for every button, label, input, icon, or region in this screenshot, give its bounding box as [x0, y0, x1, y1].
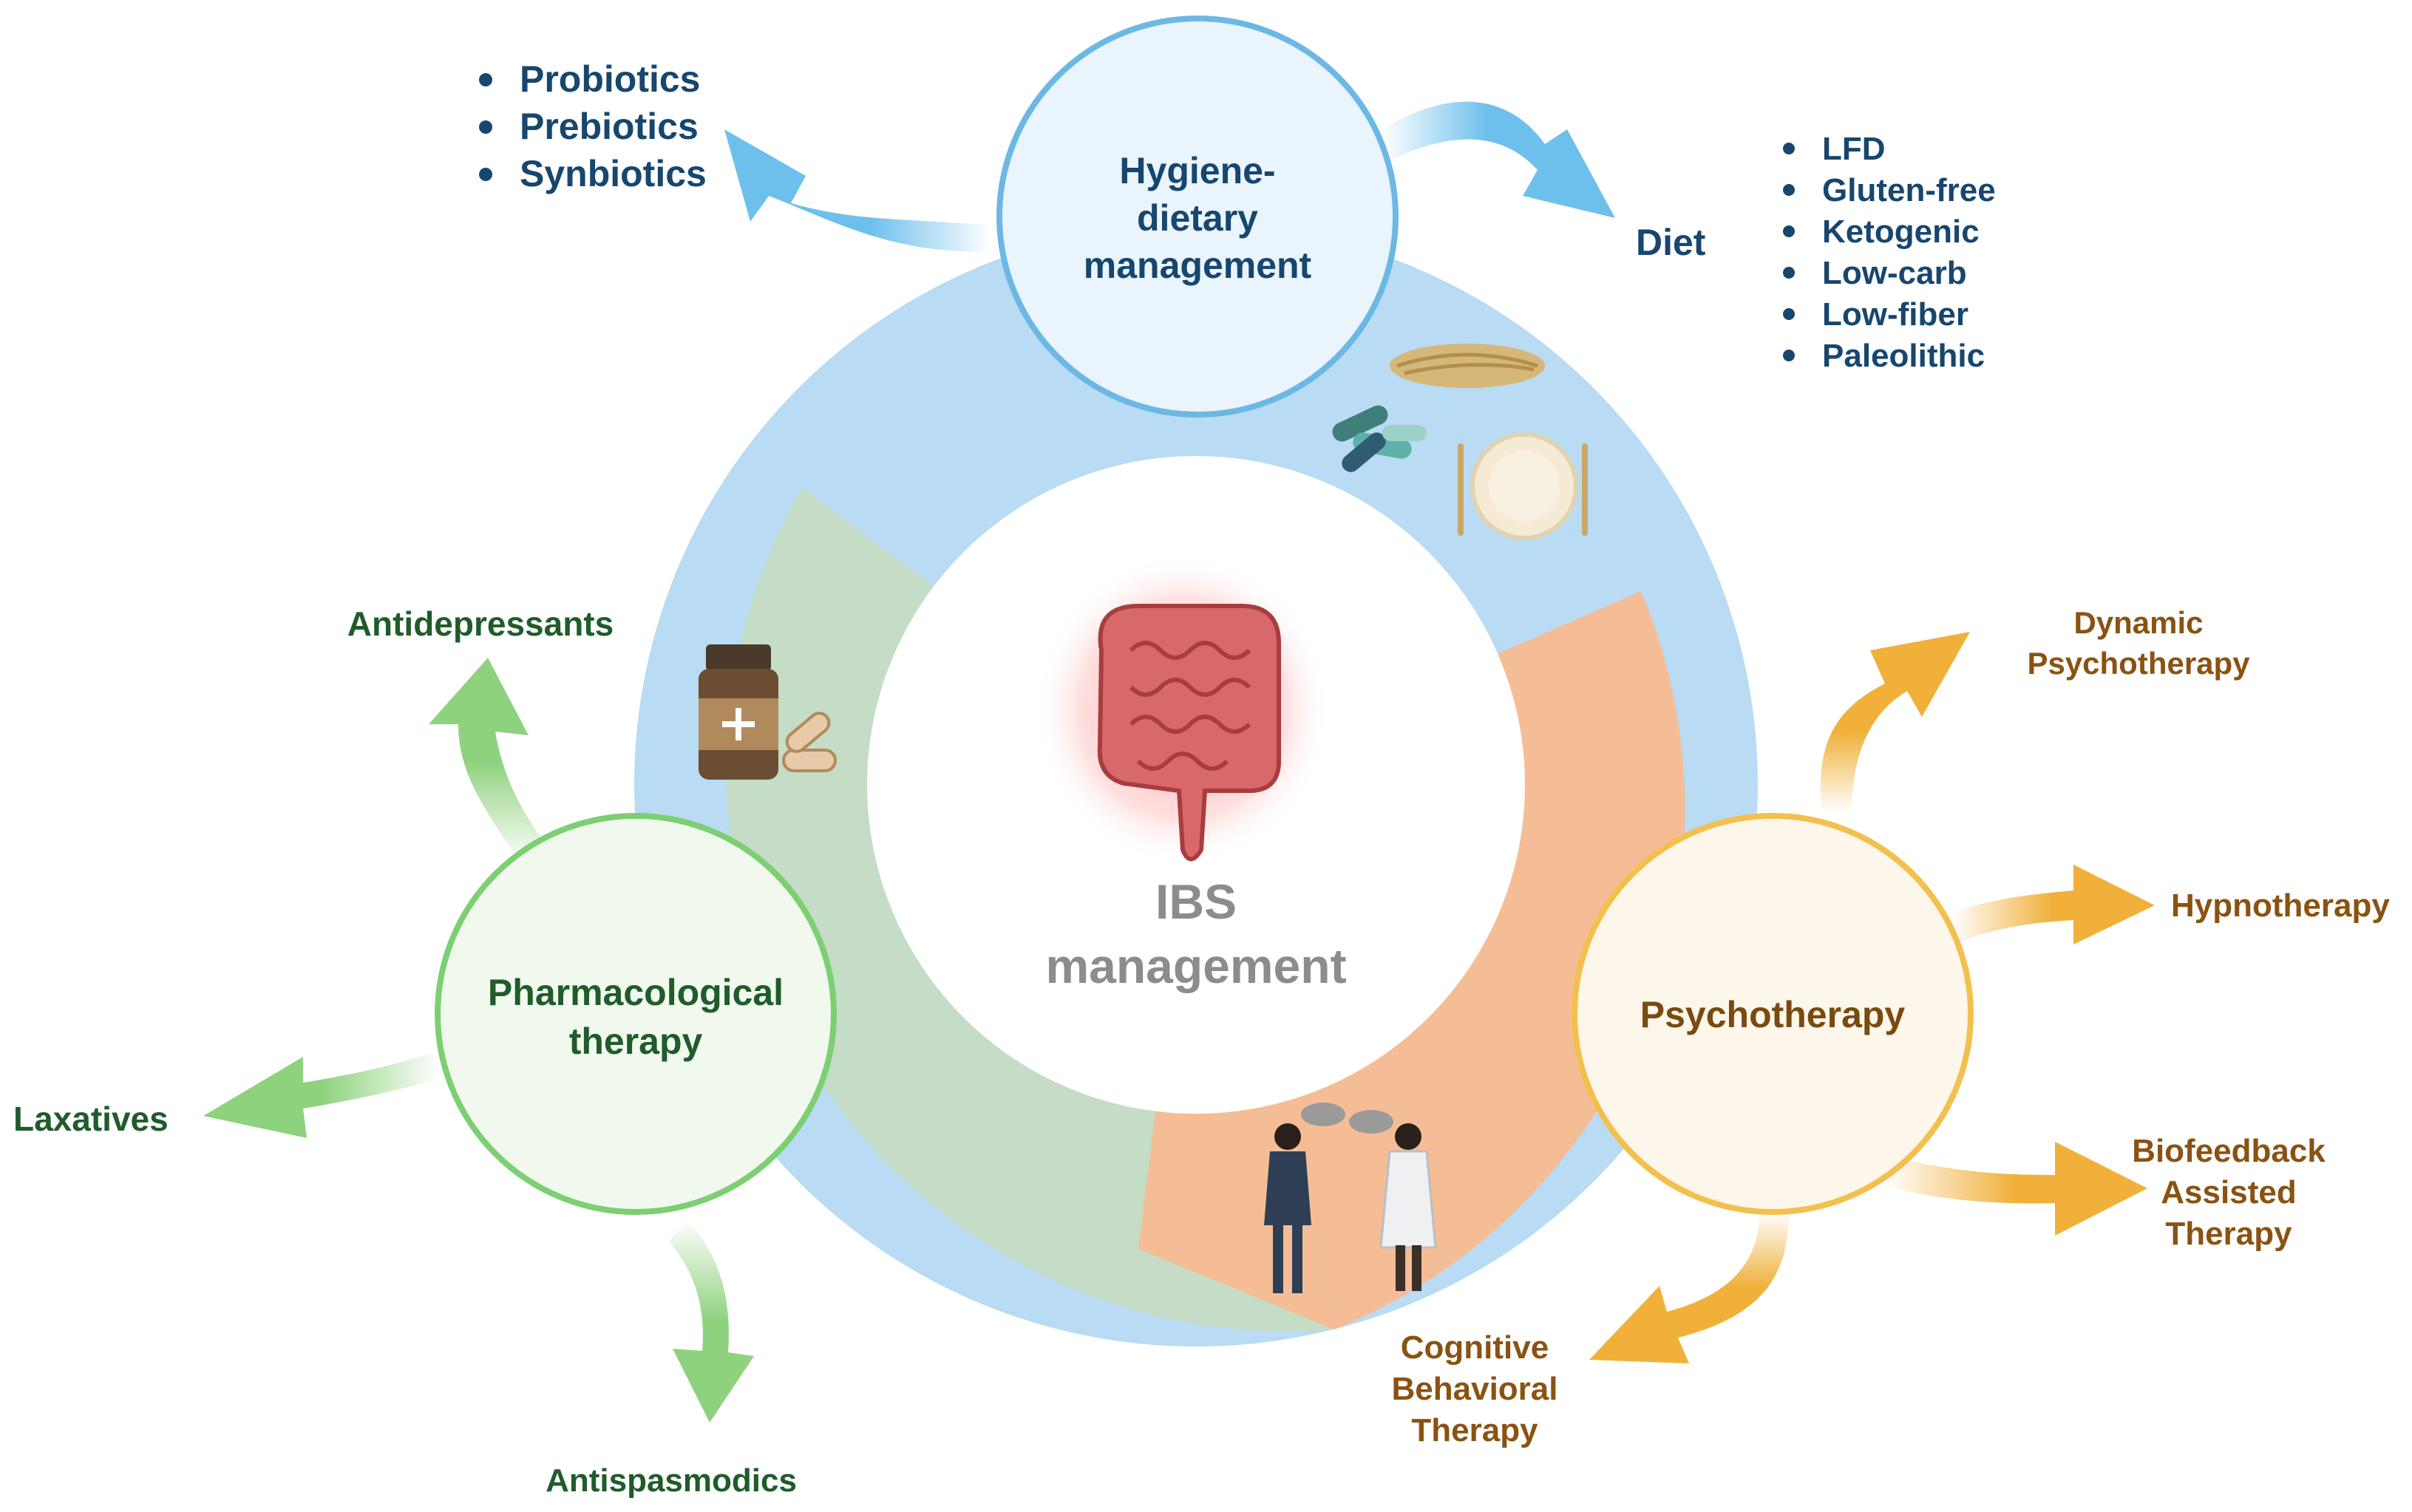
intestine-icon	[1035, 554, 1331, 865]
arrow-to-laxatives	[203, 1053, 440, 1138]
arrow-to-antidepressants	[429, 658, 551, 865]
bullet	[1783, 225, 1795, 237]
biofeedback-line2: Assisted	[2161, 1174, 2296, 1210]
hub-hygiene-line3: management	[1084, 245, 1312, 286]
supplements-list: Probiotics Prebiotics Synbiotics	[479, 58, 707, 194]
speech-bubbles-icon	[1301, 1103, 1393, 1134]
bullet	[1783, 143, 1795, 154]
pills-icon	[782, 712, 837, 772]
antidepressants-label: Antidepressants	[347, 605, 614, 643]
laxatives-label: Laxatives	[13, 1100, 169, 1138]
plate-cutlery-icon	[1458, 432, 1588, 540]
diet-item: Paleolithic	[1822, 338, 1985, 374]
center-block: IBS management	[1035, 554, 1347, 993]
supplement-item: Probiotics	[520, 58, 700, 100]
bullet	[1783, 267, 1795, 279]
hub-pharma-line2: therapy	[569, 1021, 703, 1062]
diet-label: Diet	[1636, 222, 1706, 263]
arrow-to-antispasmodics	[669, 1219, 754, 1423]
hub-psycho-line1: Psychotherapy	[1640, 994, 1906, 1035]
dynamic-psychotherapy-line2: Psychotherapy	[2027, 646, 2250, 681]
diet-item: Gluten-free	[1822, 172, 1996, 208]
bullet	[1783, 350, 1795, 361]
arrow-to-dynamic-psychotherapy	[1820, 632, 1970, 813]
diet-item: Low-carb	[1822, 255, 1967, 291]
diet-item: LFD	[1822, 131, 1886, 167]
supplement-item: Synbiotics	[520, 153, 707, 194]
center-title-line1: IBS	[1155, 874, 1237, 929]
hub-hygiene-line2: dietary	[1137, 197, 1258, 239]
bullet	[1783, 184, 1795, 196]
diet-item: Ketogenic	[1822, 214, 1980, 250]
patient-doctor-icon	[1264, 1123, 1437, 1293]
arrow-to-biofeedback	[1885, 1142, 2147, 1236]
arrow-to-hypnotherapy	[1951, 865, 2155, 944]
biofeedback-line1: Biofeedback	[2132, 1133, 2326, 1169]
capsules-icon	[1332, 405, 1427, 472]
arrow-to-diet	[1382, 101, 1615, 218]
grain-icon	[1390, 344, 1545, 388]
hub-pharmacological: Pharmacological therapy	[435, 813, 837, 1215]
bullet	[479, 168, 492, 181]
hub-hygiene-dietary: Hygiene- dietary management	[996, 16, 1399, 418]
supplement-item: Prebiotics	[520, 106, 699, 147]
dynamic-psychotherapy-line1: Dynamic	[2073, 605, 2203, 640]
hub-psychotherapy: Psychotherapy	[1572, 813, 1974, 1215]
medicine-bottle-icon	[699, 644, 778, 780]
bullet	[479, 73, 492, 86]
cbt-line2: Behavioral	[1392, 1371, 1558, 1407]
diet-item: Low-fiber	[1822, 296, 1968, 333]
center-title-line2: management	[1045, 939, 1346, 993]
hub-hygiene-line1: Hygiene-	[1119, 150, 1275, 191]
biofeedback-line3: Therapy	[2165, 1216, 2292, 1252]
antispasmodics-label: Antispasmodics	[546, 1462, 797, 1499]
bullet	[1783, 308, 1795, 320]
arrow-to-supplements	[724, 129, 991, 252]
bullet	[479, 120, 492, 134]
diet-list: LFD Gluten-free Ketogenic Low-carb Low-f…	[1783, 131, 1996, 374]
arrow-to-cbt	[1589, 1212, 1789, 1363]
hypnotherapy-label: Hypnotherapy	[2171, 888, 2390, 924]
hub-pharma-line1: Pharmacological	[488, 972, 784, 1013]
cbt-line3: Therapy	[1411, 1412, 1538, 1448]
cbt-line1: Cognitive	[1401, 1329, 1549, 1366]
